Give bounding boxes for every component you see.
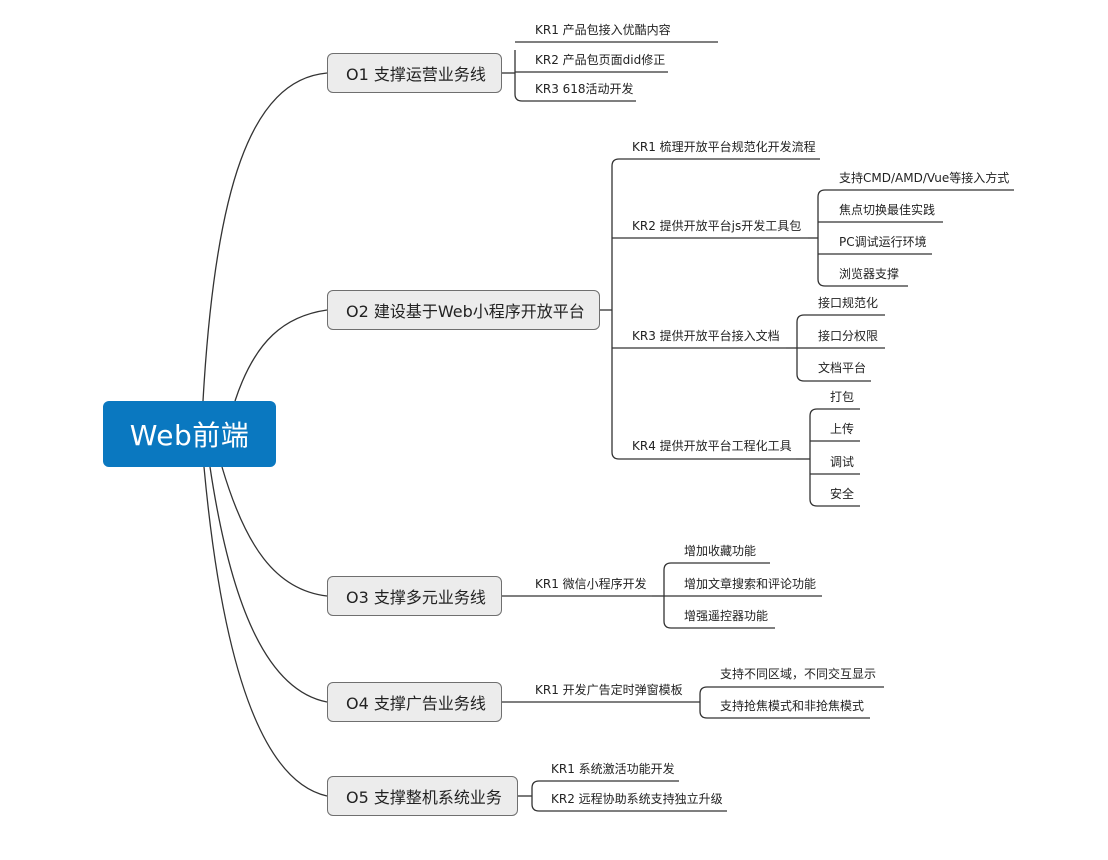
kr-o1-2[interactable]: KR2 产品包页面did修正 [535,53,666,67]
item-o2-kr4-4[interactable]: 安全 [830,487,855,501]
kr-o2-2[interactable]: KR2 提供开放平台js开发工具包 [632,219,802,233]
kr-o4-1[interactable]: KR1 开发广告定时弹窗模板 [535,683,683,697]
kr-o5-1[interactable]: KR1 系统激活功能开发 [551,762,675,776]
kr-o5-2[interactable]: KR2 远程协助系统支持独立升级 [551,792,723,806]
item-o2-kr2-4[interactable]: 浏览器支撑 [839,267,900,281]
item-o2-kr2-2[interactable]: 焦点切换最佳实践 [839,203,936,217]
kr-o1-3[interactable]: KR3 618活动开发 [535,82,634,96]
objective-o4[interactable]: O4 支撑广告业务线 [327,682,502,722]
objective-o1[interactable]: O1 支撑运营业务线 [327,53,502,93]
kr-o3-1[interactable]: KR1 微信小程序开发 [535,577,647,591]
item-o2-kr3-2[interactable]: 接口分权限 [818,329,879,343]
item-o2-kr4-1[interactable]: 打包 [830,390,855,404]
item-o4-kr1-2[interactable]: 支持抢焦模式和非抢焦模式 [720,699,865,713]
objective-o5[interactable]: O5 支撑整机系统业务 [327,776,518,816]
item-o3-kr1-3[interactable]: 增强遥控器功能 [684,609,769,623]
item-o4-kr1-1[interactable]: 支持不同区域，不同交互显示 [720,667,877,681]
item-o2-kr3-1[interactable]: 接口规范化 [818,296,879,310]
item-o2-kr2-3[interactable]: PC调试运行环境 [839,235,927,249]
kr-o1-1[interactable]: KR1 产品包接入优酷内容 [535,23,671,37]
item-o2-kr2-1[interactable]: 支持CMD/AMD/Vue等接入方式 [839,171,1010,185]
central-topic[interactable]: Web前端 [103,401,276,467]
objective-o3[interactable]: O3 支撑多元业务线 [327,576,502,616]
item-o3-kr1-1[interactable]: 增加收藏功能 [684,544,757,558]
item-o2-kr3-3[interactable]: 文档平台 [818,361,867,375]
item-o3-kr1-2[interactable]: 增加文章搜索和评论功能 [684,577,817,591]
kr-o2-4[interactable]: KR4 提供开放平台工程化工具 [632,439,792,453]
item-o2-kr4-3[interactable]: 调试 [830,455,855,469]
kr-o2-1[interactable]: KR1 梳理开放平台规范化开发流程 [632,140,816,154]
objective-o2[interactable]: O2 建设基于Web小程序开放平台 [327,290,600,330]
item-o2-kr4-2[interactable]: 上传 [830,422,855,436]
kr-o2-3[interactable]: KR3 提供开放平台接入文档 [632,329,780,343]
